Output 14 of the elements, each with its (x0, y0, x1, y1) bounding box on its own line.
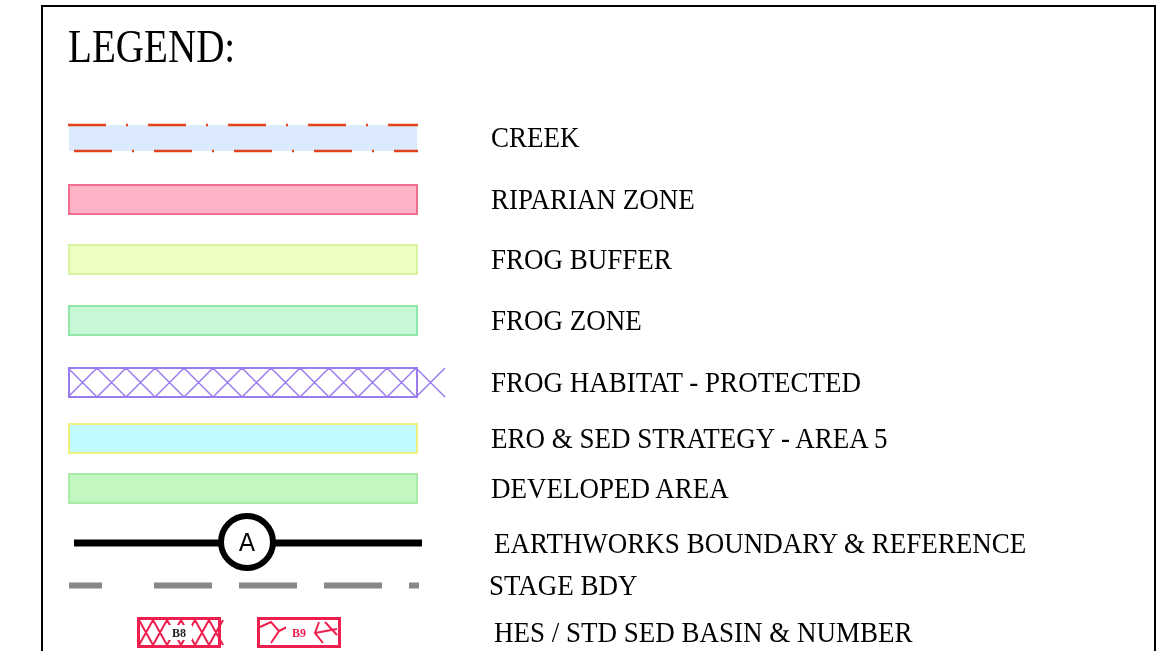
legend-label: FROG BUFFER (491, 242, 672, 276)
legend-label: DEVELOPED AREA (491, 471, 729, 505)
legend-label: RIPARIAN ZONE (491, 182, 695, 216)
basin-number: B8 (172, 626, 186, 640)
legend-title: LEGEND: (68, 22, 236, 72)
legend-label: FROG HABITAT - PROTECTED (491, 365, 862, 399)
reference-letter: A (238, 529, 256, 557)
legend-label: ERO & SED STRATEGY - AREA 5 (491, 421, 888, 455)
legend-label: HES / STD SED BASIN & NUMBER (494, 615, 913, 649)
basin-number: B9 (292, 626, 306, 640)
legend-label: EARTHWORKS BOUNDARY & REFERENCE (494, 526, 1027, 560)
legend-label: STAGE BDY (489, 568, 638, 602)
legend-label: CREEK (491, 120, 580, 154)
legend-label: FROG ZONE (491, 303, 642, 337)
